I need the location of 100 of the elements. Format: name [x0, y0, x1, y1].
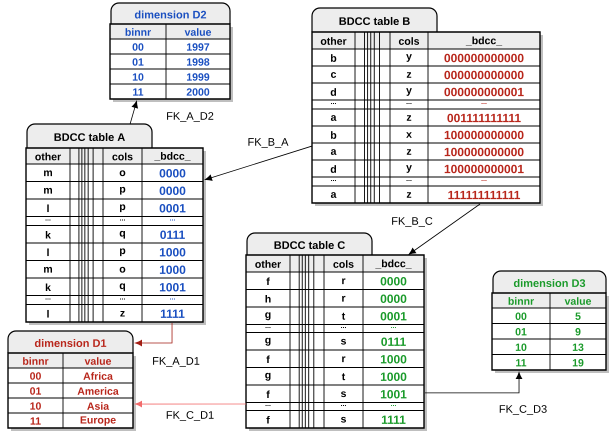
table-cell: 01 — [30, 387, 42, 395]
table-cell: z — [406, 72, 412, 78]
table-title: dimension D3 — [492, 270, 607, 293]
table-cell: 1000 — [380, 372, 406, 381]
table-cell: f — [266, 355, 270, 364]
table-cell: 000000000000 — [444, 70, 524, 80]
table-cell: g — [265, 312, 270, 320]
table-cell: l — [47, 204, 49, 212]
table-cell: a — [330, 115, 336, 121]
table-cell: a — [330, 149, 336, 155]
table-cell: s — [340, 416, 346, 423]
table-title: dimension D1 — [7, 330, 134, 354]
table-cell: r — [342, 278, 346, 284]
table-cell: 1000 — [380, 355, 406, 364]
table-cell: 1999 — [186, 73, 210, 81]
table-cell: 11 — [30, 417, 41, 425]
header-cell: cols — [333, 260, 354, 268]
edge-label: FK_B_A — [246, 137, 290, 149]
edge-label: FK_C_D1 — [164, 410, 216, 422]
table-cell: 10 — [516, 344, 526, 351]
header-cell: cols — [112, 152, 133, 160]
table-cell: o — [120, 170, 126, 176]
header-cell: cols — [398, 37, 420, 45]
table-cell: 0111 — [160, 230, 185, 239]
header-cell: value — [564, 297, 592, 305]
header-cell: binnr — [23, 357, 48, 365]
table-cell: 1998 — [186, 58, 210, 66]
edge-label: FK_C_D3 — [498, 404, 548, 416]
table-cell: 2000 — [186, 88, 210, 96]
table-cell: z — [406, 149, 412, 155]
table-cell: z — [406, 192, 412, 198]
table-cell: 100000000000 — [444, 148, 524, 156]
table-cell: z — [120, 311, 125, 317]
table-cell: 10 — [30, 402, 41, 410]
table-title: BDCC table A — [26, 123, 153, 149]
table-cell: 0001 — [380, 312, 406, 320]
table-cell: s — [340, 338, 346, 345]
table-cell: k — [46, 283, 51, 292]
table-cell: x — [406, 132, 412, 138]
table-cell: y — [406, 88, 412, 96]
table-cell: k — [46, 230, 51, 239]
arrow — [130, 100, 138, 124]
table-cell: 01 — [132, 58, 144, 66]
table-cell: 1001 — [380, 390, 406, 398]
table-cell: q — [120, 283, 125, 292]
table-cell: 1000 — [160, 266, 186, 274]
header-cell: binnr — [126, 28, 151, 36]
table-cell: 00 — [516, 312, 526, 320]
table-cell: y — [406, 165, 412, 173]
table-cell: 100000000001 — [444, 164, 524, 174]
arrow — [424, 372, 522, 394]
table-title: BDCC table B — [311, 7, 438, 33]
table-cell: Europe — [80, 416, 116, 426]
header-cell: value — [84, 357, 112, 365]
table-cell: 1111 — [382, 416, 406, 424]
table-cell: m — [44, 266, 52, 273]
table-cell: 13 — [572, 344, 584, 351]
header-cell: other — [35, 152, 61, 160]
header-cell: value — [184, 28, 212, 36]
table-cell: 9 — [575, 328, 581, 336]
arrow — [204, 146, 312, 181]
table-cell: g — [265, 338, 270, 346]
table-cell: 1997 — [186, 43, 210, 51]
table-cell: d — [330, 165, 336, 173]
table-cell: 0001 — [160, 204, 186, 212]
table-cell: f — [266, 416, 270, 424]
table-cell: 01 — [516, 328, 527, 336]
table-cell: h — [266, 294, 271, 303]
table-cell: l — [47, 310, 49, 318]
table-cell: 00 — [132, 43, 144, 51]
table-cell: y — [406, 54, 412, 62]
table-cell: 00 — [30, 372, 41, 380]
table-cell: m — [44, 170, 52, 176]
table-cell: b — [331, 131, 336, 139]
arrow — [135, 400, 246, 408]
table-cell: 000000000000 — [444, 54, 524, 62]
table-cell: m — [44, 188, 52, 194]
table-title: dimension D2 — [110, 2, 231, 25]
table-cell: 1001 — [160, 283, 186, 292]
table-cell: 11 — [516, 359, 526, 366]
arrow — [135, 322, 172, 346]
table-cell: 1000 — [160, 248, 186, 256]
table-cell: c — [331, 72, 336, 78]
table-cell: 0000 — [380, 294, 406, 303]
table-cell: g — [265, 372, 270, 381]
edge-label: FK_A_D2 — [165, 111, 215, 123]
header-cell: other — [255, 260, 281, 268]
header-cell: other — [320, 37, 346, 45]
table-cell: r — [342, 356, 346, 362]
table-cell: 111111111111 — [448, 190, 520, 200]
header-cell: _bdcc_ — [466, 36, 502, 46]
edge-label: FK_B_C — [390, 216, 434, 228]
table-cell: 000000000001 — [444, 88, 524, 96]
table-cell: o — [120, 266, 126, 273]
table-cell: p — [120, 186, 126, 195]
table-cell: a — [330, 192, 336, 198]
table-cell: b — [331, 54, 336, 62]
table-cell: f — [266, 390, 270, 398]
table-cell: s — [340, 391, 346, 398]
table-cell: 19 — [572, 359, 584, 366]
